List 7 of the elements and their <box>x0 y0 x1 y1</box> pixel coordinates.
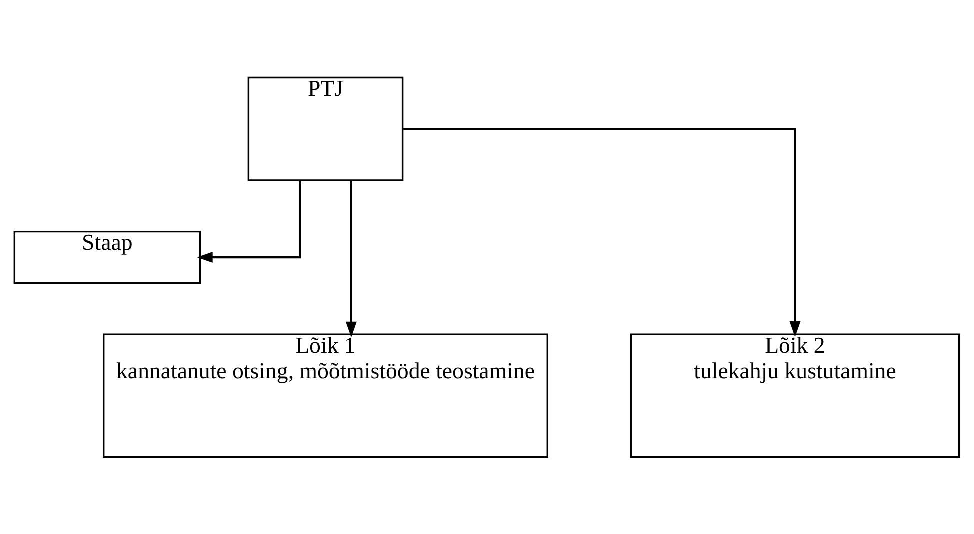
node-box: Lõik 2 tulekahju kustutamine <box>630 333 960 458</box>
node-box: Lõik 1 kannatanute otsing, mõõtmistööde teostamine <box>103 333 548 458</box>
node-box: Staap <box>14 230 202 284</box>
arrow <box>197 180 302 263</box>
arrow <box>403 128 801 337</box>
node-box: PTJ <box>248 76 404 181</box>
arrow <box>346 180 357 338</box>
